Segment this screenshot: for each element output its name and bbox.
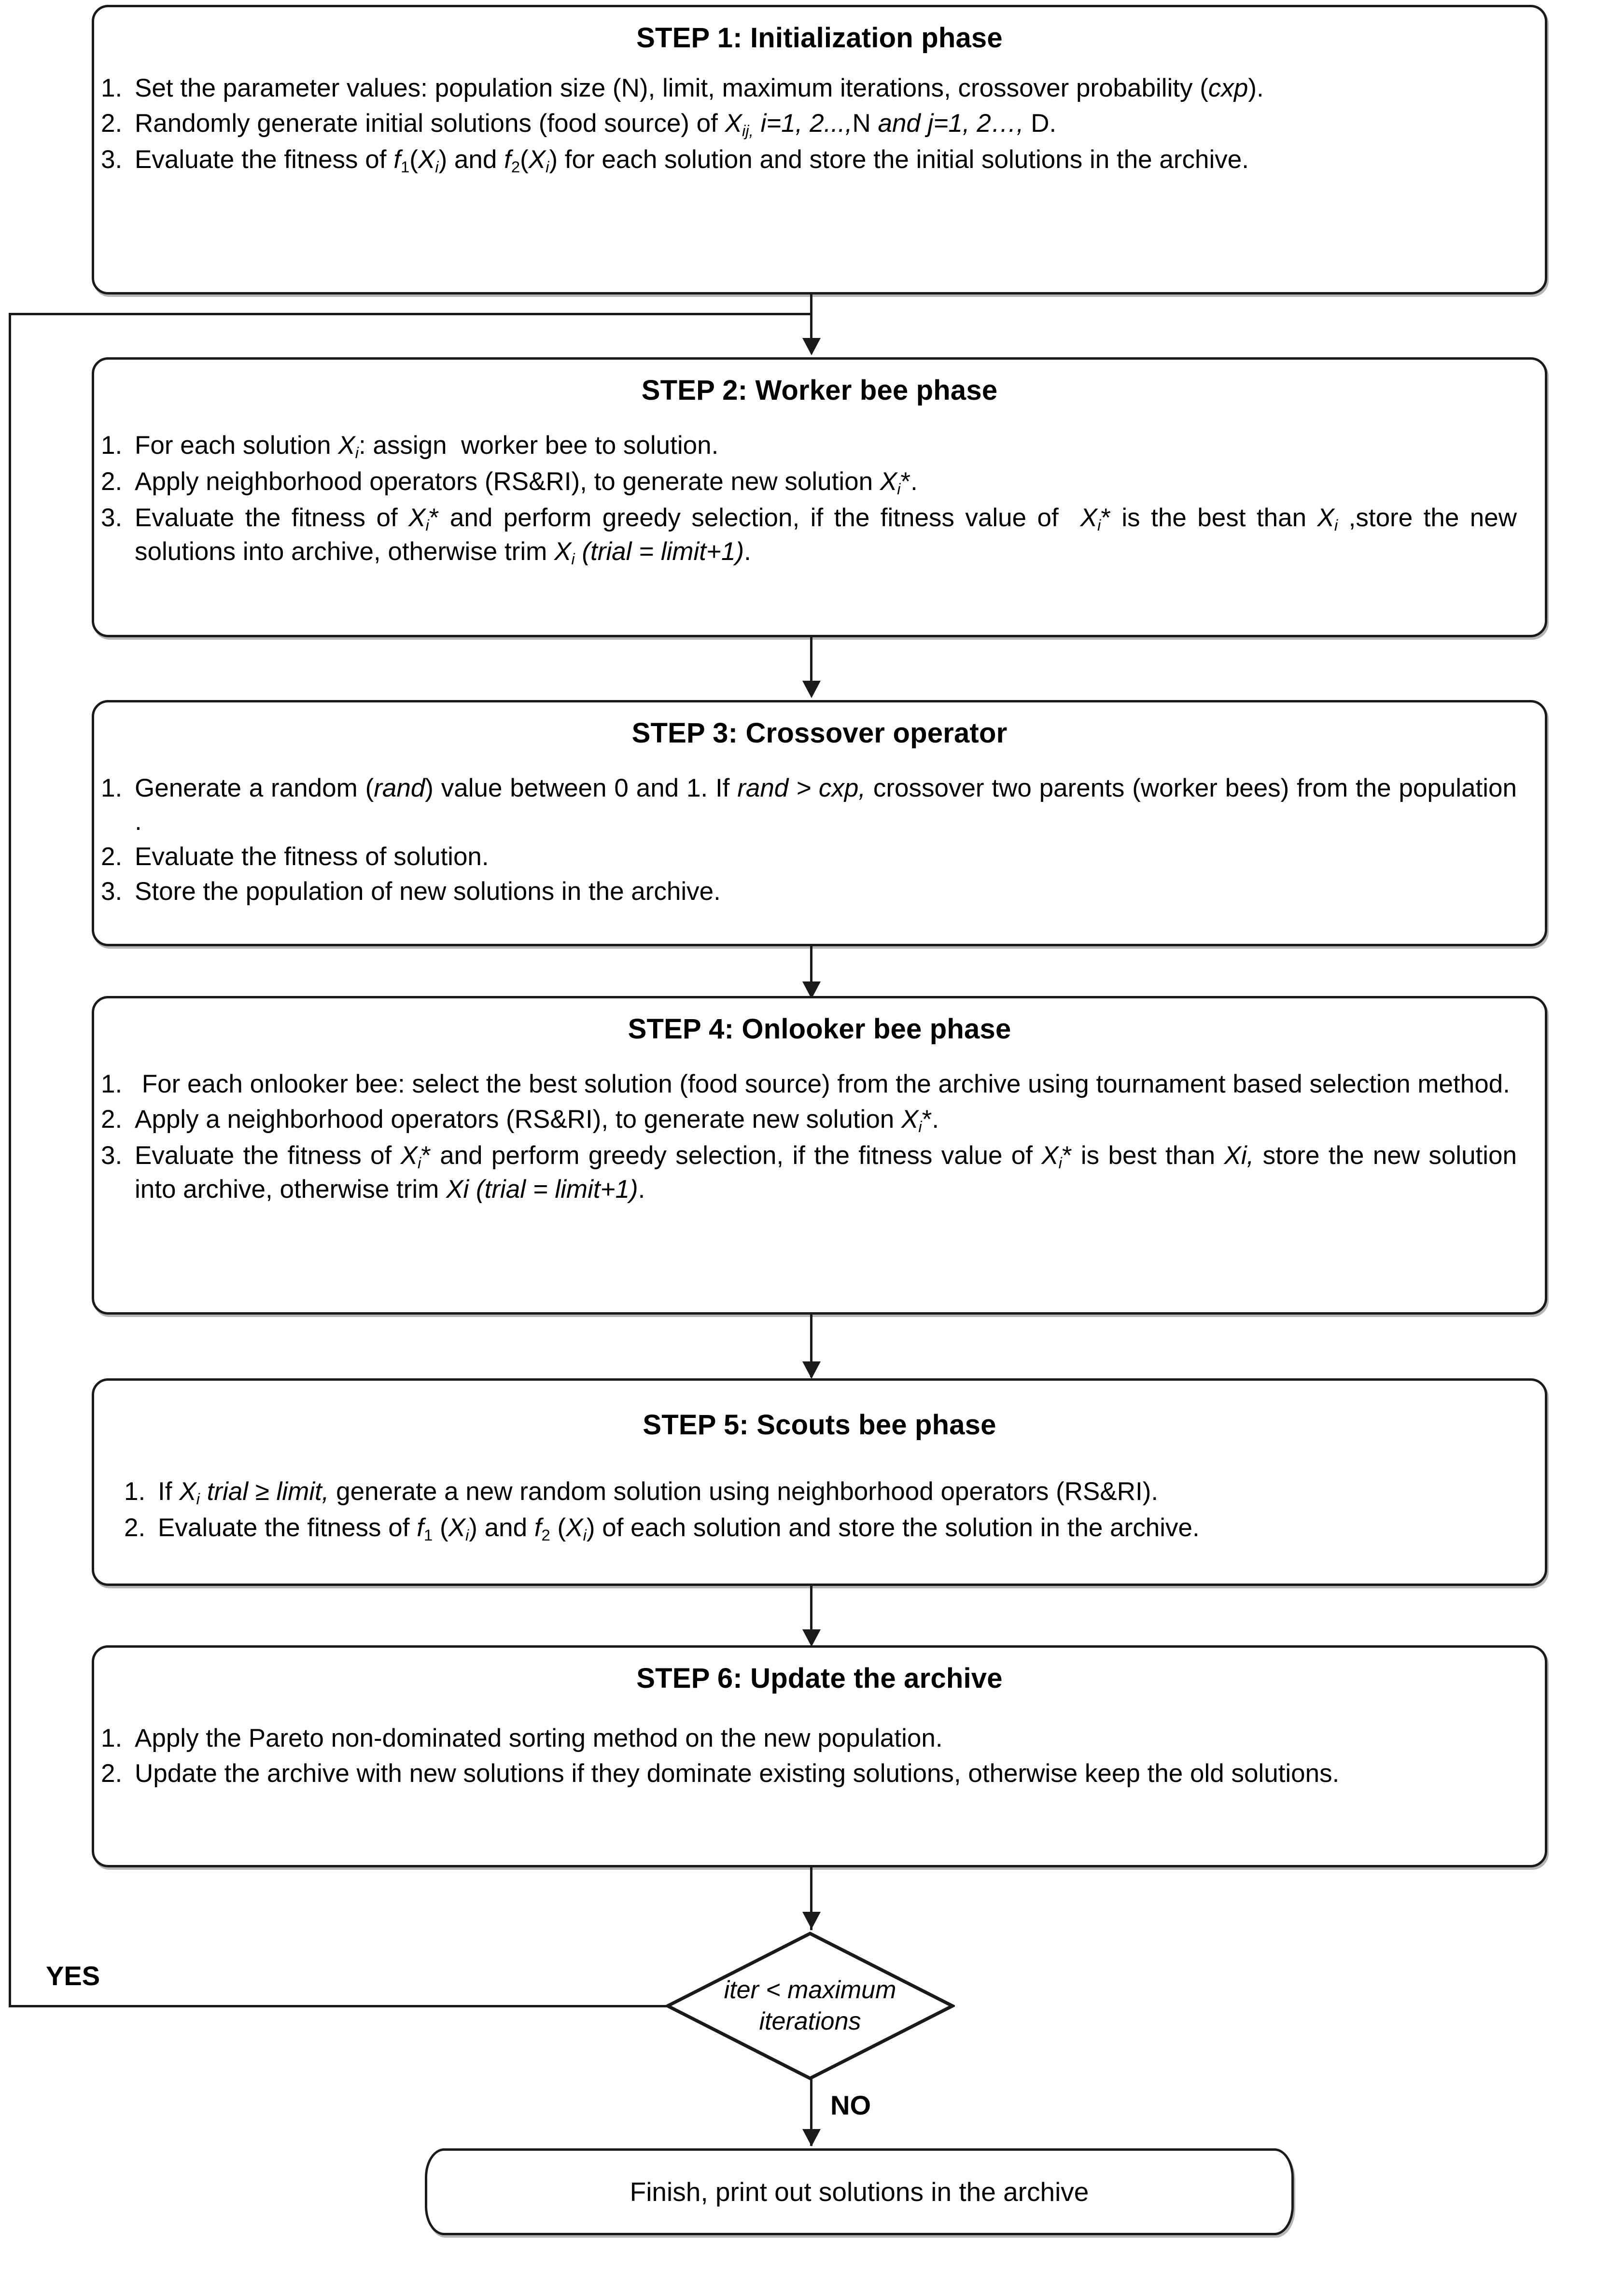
step-6-list: Apply the Pareto non-dominated sorting m… [94,1722,1517,1791]
step-4-box[interactable]: STEP 4: Onlooker bee phase For each onlo… [92,996,1547,1315]
connector-step3-step4 [810,946,812,997]
yes-branch-return [9,313,811,315]
step-3-list: Generate a random (rand) value between 0… [94,772,1517,909]
step-1-list: Set the parameter values: population siz… [94,72,1517,178]
arrow-step4-step5 [802,1361,821,1379]
step-5-list: If Xi trial ≥ limit, generate a new rand… [117,1475,1517,1546]
yes-branch-horizontal [9,2005,671,2007]
arrow-step6-decision [802,1912,821,1929]
step-3-box[interactable]: STEP 3: Crossover operator Generate a ra… [92,700,1547,946]
step-5-title: STEP 5: Scouts bee phase [643,1409,996,1441]
step-5-item-2: Evaluate the fitness of f1 (Xi) and f2 (… [124,1512,1200,1545]
step-6-item-2: Update the archive with new solutions if… [101,1757,1340,1791]
arrow-step5-step6 [802,1629,821,1647]
step-2-title: STEP 2: Worker bee phase [641,375,998,406]
step-3-title: STEP 3: Crossover operator [631,717,1008,749]
yes-branch-vertical [9,313,11,2006]
decision-diamond[interactable]: iter < maximum iterations [665,1931,955,2081]
step-5-item-1: If Xi trial ≥ limit, generate a new rand… [124,1475,1159,1509]
step-1-item-1: Set the parameter values: population siz… [101,72,1264,105]
step-3-item-1: Generate a random (rand) value between 0… [101,772,1517,836]
decision-diamond-shape [665,1932,955,2080]
step-1-item-2: Randomly generate initial solutions (foo… [101,107,1057,140]
step-1-item-3: Evaluate the fitness of f1(Xi) and f2(Xi… [101,143,1249,177]
finish-box[interactable]: Finish, print out solutions in the archi… [425,2148,1294,2235]
step-2-item-3: Evaluate the fitness of Xi* and perform … [101,502,1517,568]
connector-step5-step6 [810,1586,812,1644]
step-1-title: STEP 1: Initialization phase [636,22,1003,54]
step-2-list: For each solution Xi: assign worker bee … [94,429,1517,570]
yes-branch-drop [810,313,812,342]
connector-step4-step5 [810,1315,812,1377]
step-2-item-2: Apply neighborhood operators (RS&RI), to… [101,465,918,499]
step-6-item-1: Apply the Pareto non-dominated sorting m… [101,1722,943,1755]
step-4-title: STEP 4: Onlooker bee phase [628,1013,1011,1045]
no-label: NO [830,2090,871,2120]
connector-step6-decision [810,1867,812,1930]
connector-decision-finish [810,2078,812,2146]
connector-step2-step3 [810,637,812,695]
step-5-box[interactable]: STEP 5: Scouts bee phase If Xi trial ≥ l… [92,1378,1547,1586]
step-4-item-1: For each onlooker bee: select the best s… [101,1068,1510,1101]
step-6-box[interactable]: STEP 6: Update the archive Apply the Par… [92,1645,1547,1867]
arrow-step2-step3 [802,681,821,698]
step-6-title: STEP 6: Update the archive [636,1663,1003,1694]
step-4-list: For each onlooker bee: select the best s… [94,1068,1517,1207]
arrow-decision-finish [802,2129,821,2146]
step-1-box[interactable]: STEP 1: Initialization phase Set the par… [92,5,1547,294]
finish-label: Finish, print out solutions in the archi… [630,2177,1089,2207]
step-4-item-2: Apply a neighborhood operators (RS&RI), … [101,1103,939,1136]
yes-label: YES [46,1961,100,1991]
step-4-item-3: Evaluate the fitness of Xi* and perform … [101,1139,1517,1204]
step-3-item-3: Store the population of new solutions in… [101,875,721,909]
step-2-item-1: For each solution Xi: assign worker bee … [101,429,719,462]
step-3-item-2: Evaluate the fitness of solution. [101,841,489,874]
step-2-box[interactable]: STEP 2: Worker bee phase For each soluti… [92,357,1547,637]
